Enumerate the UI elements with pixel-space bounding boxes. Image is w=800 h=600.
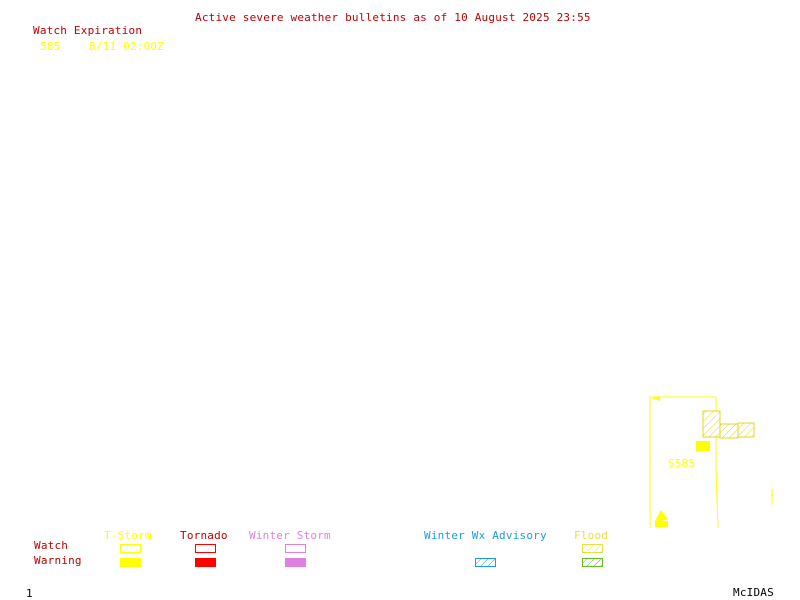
- winter-wx-advisory-swatch: [475, 558, 496, 567]
- watch-expiry-time: 8/11 02:00Z: [89, 40, 165, 53]
- tstorm-warning-swatch: [120, 558, 141, 567]
- tornado-warning-swatch: [195, 558, 216, 567]
- legend-winter-storm-header: Winter Storm: [249, 529, 331, 542]
- edge-fragments: [770, 488, 774, 505]
- watch-id: 585: [40, 40, 61, 53]
- watch-map-label: S585: [668, 457, 696, 470]
- watch-polygon-585: [649, 396, 719, 529]
- hatched-flood-areas: [702, 410, 755, 439]
- legend-warning-row-label: Warning: [34, 554, 82, 567]
- watch-expiration-label: Watch Expiration: [33, 24, 143, 37]
- winter-storm-watch-swatch: [285, 544, 306, 553]
- legend-tstorm-header: T-Storm: [104, 529, 152, 542]
- winter-storm-warning-swatch: [285, 558, 306, 567]
- frame-number: 1: [26, 587, 33, 600]
- legend-watch-row-label: Watch: [34, 539, 69, 552]
- legend-winter-wx-advisory-header: Winter Wx Advisory: [424, 529, 547, 542]
- flood-watch-swatch: [582, 544, 603, 553]
- tstorm-watch-swatch: [120, 544, 141, 553]
- mcidas-brand: McIDAS: [733, 586, 774, 599]
- bulletin-title: Active severe weather bulletins as of 10…: [195, 11, 591, 24]
- flood-warning-swatch: [582, 558, 603, 567]
- tstorm-warning-areas: [655, 441, 710, 527]
- legend-swatches: [120, 544, 603, 567]
- tornado-watch-swatch: [195, 544, 216, 553]
- legend-flood-header: Flood: [574, 529, 609, 542]
- legend-tornado-header: Tornado: [180, 529, 228, 542]
